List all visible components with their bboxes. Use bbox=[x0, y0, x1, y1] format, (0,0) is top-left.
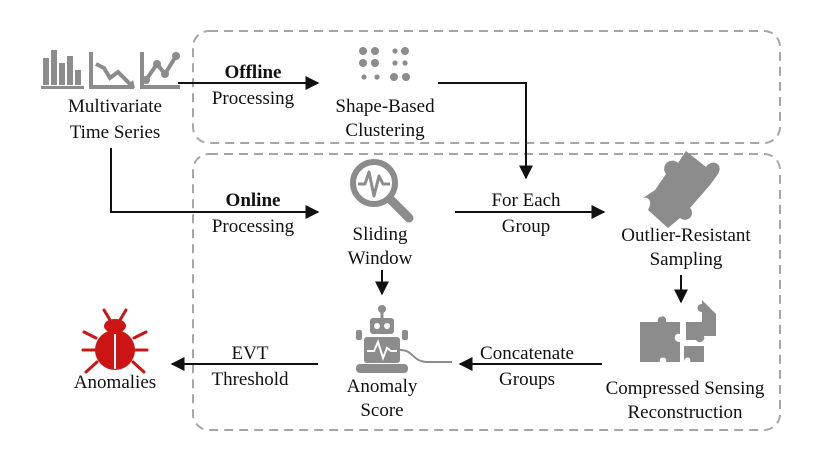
arrows bbox=[110, 76, 688, 371]
anomalies-label: Anomalies bbox=[73, 372, 157, 393]
online-processing-label: Processing bbox=[211, 216, 295, 237]
online-box bbox=[192, 153, 781, 431]
score-label-line2: Score bbox=[360, 400, 404, 421]
clustering-label-line2: Clustering bbox=[345, 120, 425, 141]
score-label-line1: Anomaly bbox=[346, 376, 418, 397]
offline-box bbox=[192, 30, 781, 144]
puzzle-piece-icon bbox=[640, 151, 720, 228]
window-label-line2: Window bbox=[347, 248, 413, 269]
sampling-label-line1: Outlier-Resistant bbox=[621, 225, 751, 246]
dots-cluster-icon bbox=[359, 47, 410, 81]
arrow-online bbox=[110, 148, 320, 219]
for-each-group-label-line1: For Each bbox=[491, 190, 561, 211]
concatenate-label-line2: Groups bbox=[499, 369, 555, 390]
window-label-line1: Sliding bbox=[352, 224, 408, 245]
clustering-label-line1: Shape-Based bbox=[335, 96, 435, 117]
bug-icon bbox=[81, 308, 149, 374]
source-label-line1: Multivariate bbox=[68, 96, 162, 117]
for-each-group-label-line2: Group bbox=[501, 216, 551, 237]
magnifier-waveform-icon bbox=[350, 159, 414, 223]
reconstruction-label-line1: Compressed Sensing bbox=[605, 378, 765, 399]
source-label-line2: Time Series bbox=[69, 122, 161, 143]
offline-label: Offline bbox=[224, 62, 282, 83]
online-label: Online bbox=[225, 190, 281, 211]
reconstruction-label-line2: Reconstruction bbox=[627, 402, 743, 423]
offline-processing-label: Processing bbox=[211, 88, 295, 109]
evt-threshold-label-line1: EVT bbox=[231, 343, 269, 364]
concatenate-label-line1: Concatenate bbox=[480, 343, 574, 364]
arrow-cluster-down bbox=[438, 82, 533, 180]
robot-icon bbox=[356, 305, 452, 373]
sampling-label-line2: Sampling bbox=[649, 249, 723, 270]
evt-threshold-label-line2: Threshold bbox=[211, 369, 289, 390]
puzzle-pieces-icon bbox=[640, 300, 716, 362]
charts-icon bbox=[41, 50, 180, 89]
